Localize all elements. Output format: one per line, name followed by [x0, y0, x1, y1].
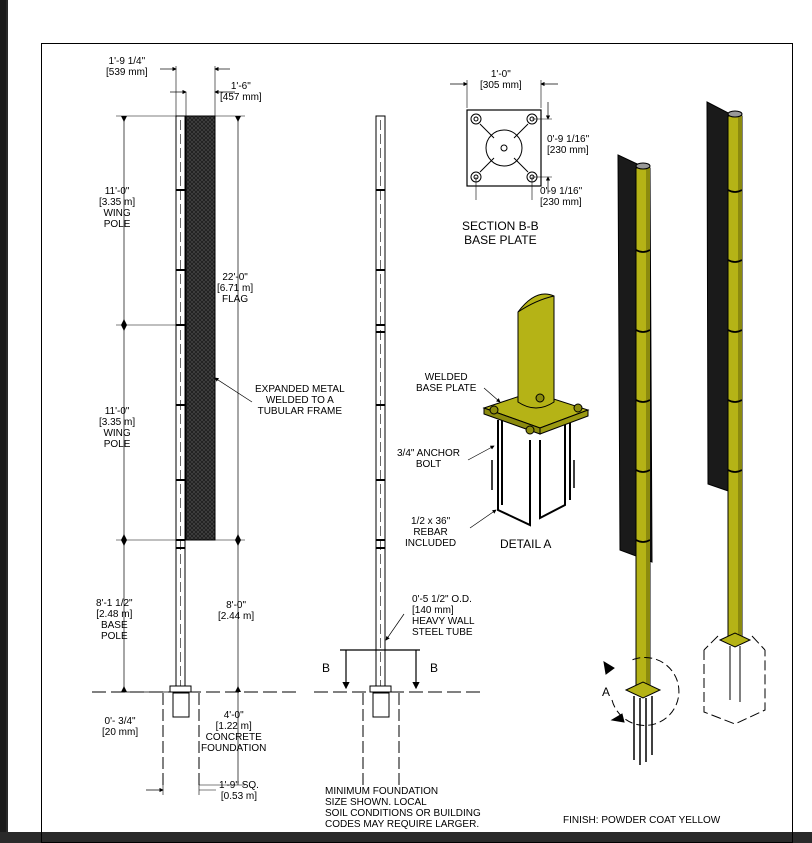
detail-a-circle — [611, 656, 680, 726]
dim-embed: 0'- 3/4"[20 mm] — [102, 716, 139, 738]
dim-bp-bolt-h: 0'-9 1/16"[230 mm] — [540, 186, 583, 208]
iso-pole-back — [703, 101, 766, 725]
viewer-frame-edge — [0, 0, 6, 832]
pole-joints — [176, 189, 185, 549]
dim-bp-bolt-v: 0'-9 1/16"[230 mm] — [547, 134, 590, 156]
section-b-b-base-plate — [450, 80, 558, 200]
note-finish: FINISH: POWDER COAT YELLOW — [563, 815, 721, 826]
detail-a-base — [467, 293, 590, 529]
dim-flag-width: 1'-6"[457 mm] — [220, 81, 262, 103]
elevation-side — [314, 115, 480, 785]
drawing-sheet — [8, 0, 812, 832]
dim-bp-width: 1'-0"[305 mm] — [480, 69, 522, 91]
elevation-with-flag — [92, 66, 300, 795]
dim-lower-height: 8'-0"[2.44 m] — [218, 600, 255, 622]
section-label-b-left: B — [322, 661, 331, 675]
detail-a-marker: A — [602, 685, 611, 699]
note-rebar: 1/2 x 36"REBAR INCLUDED — [405, 516, 457, 549]
dim-plate-width: 1'-9 1/4"[539 mm] — [106, 56, 148, 78]
section-label-b-right: B — [430, 661, 439, 675]
left-base-plate — [169, 685, 192, 693]
dim-flag-height: 22'-0"[6.71 m] FLAG — [217, 272, 254, 305]
detail-a-title: DETAIL A — [500, 537, 552, 551]
iso-pole-front — [603, 154, 680, 765]
flag-mesh — [185, 115, 216, 541]
dim-square: 1'-9" SQ.[0.53 m] — [219, 780, 259, 802]
